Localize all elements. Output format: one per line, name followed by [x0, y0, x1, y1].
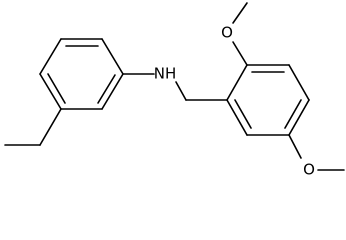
- structure-canvas: NH O O: [4, 2, 345, 179]
- c-o-bond: [232, 41, 248, 66]
- o-ch3-bond: [232, 2, 248, 24]
- ring-double-bond: [234, 99, 252, 129]
- left-benzene-ring: [39, 38, 124, 110]
- n-ch2-bond: [175, 81, 187, 101]
- nh-label: NH: [154, 65, 177, 83]
- bottom-methoxy-group: O: [288, 134, 345, 179]
- ring-bond: [39, 73, 62, 110]
- oxygen-top-label: O: [221, 24, 233, 42]
- ring-bond: [226, 64, 248, 101]
- c-o-bond: [288, 134, 302, 159]
- amine-linkage: NH: [122, 65, 228, 101]
- ring-bond: [288, 99, 310, 136]
- right-benzene-ring: [226, 64, 310, 136]
- ring-bond: [101, 38, 124, 75]
- ring-double-bond: [284, 99, 302, 129]
- ethyl-bond: [39, 108, 62, 146]
- ring-bond: [226, 99, 248, 136]
- ring-bond: [39, 38, 62, 75]
- molecule-structure: NH O O: [4, 2, 345, 179]
- top-methoxy-group: O: [221, 2, 248, 66]
- ethyl-group: [4, 108, 62, 146]
- oxygen-bottom-label: O: [303, 161, 315, 179]
- ring-bond: [288, 64, 310, 101]
- ring-double-bond: [97, 74, 116, 104]
- ring-bond: [101, 73, 124, 110]
- ring-double-bond: [47, 73, 66, 104]
